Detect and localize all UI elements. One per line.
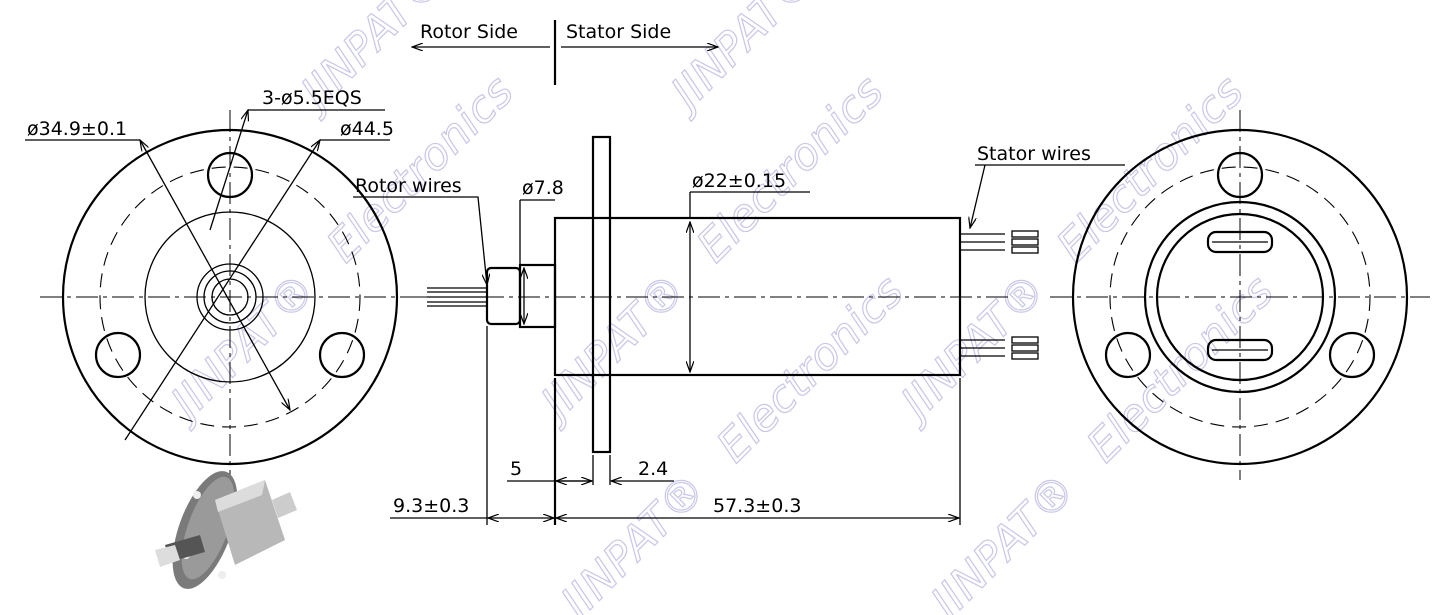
holes-dim: 3-ø5.5EQS	[262, 87, 362, 109]
stator-side-label: Stator Side	[566, 21, 671, 43]
watermark-text: Electronics	[1047, 66, 1253, 272]
watermark-text: JINPAT®	[916, 464, 1086, 615]
bolt-circle-dim: ø34.9±0.1	[27, 118, 127, 140]
rotor-end-view: ø34.9±0.1 ø44.5 3-ø5.5EQS	[25, 87, 420, 480]
shaft-dia-dim: ø7.8	[522, 177, 564, 199]
side-indicator: Rotor Side Stator Side	[412, 20, 718, 85]
dim-9-3: 9.3±0.3	[393, 495, 469, 517]
stator-end-view	[1050, 110, 1430, 480]
stator-wires	[960, 230, 1039, 360]
watermark-text: Electronics	[1077, 266, 1283, 472]
product-3d-image	[155, 471, 297, 589]
watermark-text: JINPAT®	[156, 264, 326, 434]
watermark-text: JINPAT®	[656, 0, 826, 123]
dim-57-3: 57.3±0.3	[713, 495, 801, 517]
dim-2-4: 2.4	[638, 458, 668, 480]
rotor-side-label: Rotor Side	[420, 21, 518, 43]
watermark-text: JINPAT®	[546, 464, 716, 615]
dim-5: 5	[510, 458, 522, 480]
stator-wires-label: Stator wires	[977, 143, 1091, 165]
rotor-wires-label: Rotor wires	[355, 175, 462, 197]
body-dia-dim: ø22±0.15	[692, 170, 786, 192]
rotor-wires	[427, 287, 487, 307]
outer-dia-dim: ø44.5	[340, 118, 394, 140]
side-view: Rotor wires ø7.8 ø22±0.15 Stator wires 5…	[353, 135, 1125, 525]
